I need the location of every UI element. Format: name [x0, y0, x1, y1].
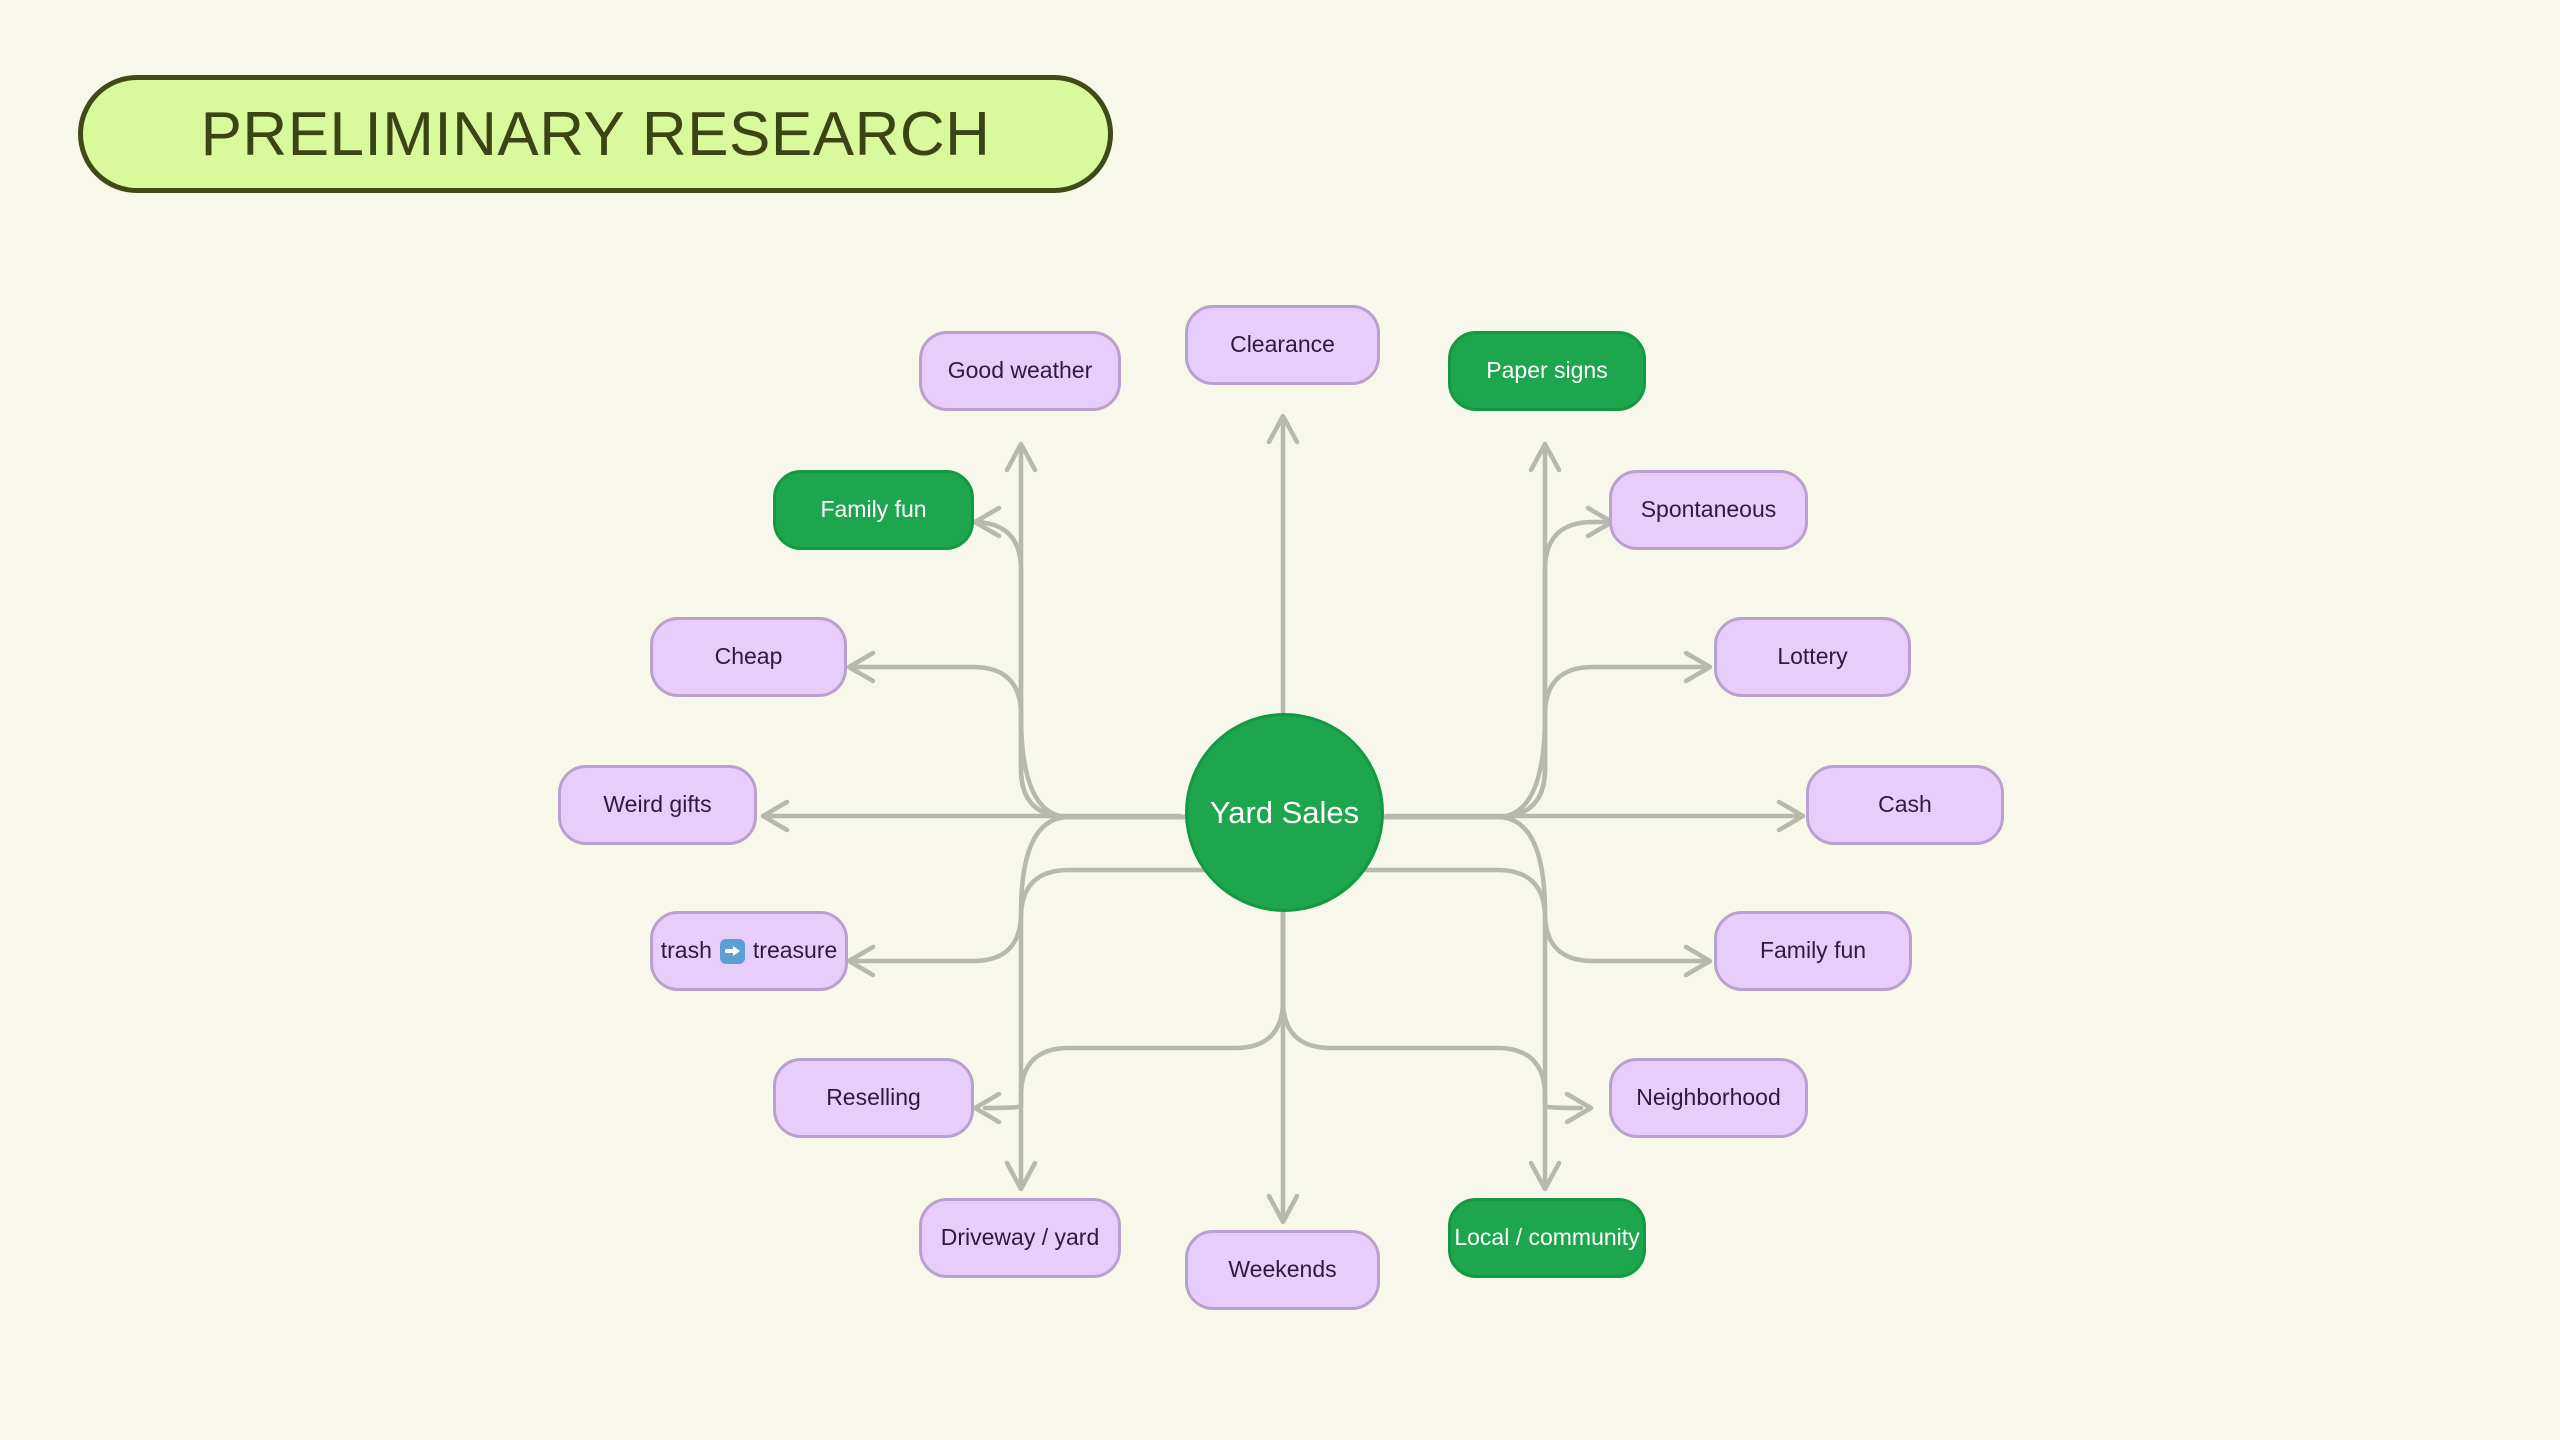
link-local-community — [1328, 867, 1548, 1188]
node-label-local-community: Local / community — [1454, 1224, 1640, 1251]
node-label-good-weather: Good weather — [947, 357, 1093, 384]
link-local-community-arrowhead — [1528, 1160, 1562, 1192]
node-label-trash-treasure-after: treasure — [752, 937, 838, 964]
mindmap-node-cash[interactable]: Cash — [1806, 765, 2004, 845]
node-label-weird-gifts: Weird gifts — [603, 791, 712, 818]
mindmap-root-label: Yard Sales — [1209, 794, 1360, 830]
page-title-banner: PRELIMINARY RESEARCH — [78, 75, 1113, 193]
node-label-family-fun-left: Family fun — [820, 496, 927, 523]
mindmap-node-weekends[interactable]: Weekends — [1185, 1230, 1380, 1310]
node-label-cash: Cash — [1878, 791, 1932, 818]
mindmap-node-spontaneous[interactable]: Spontaneous — [1609, 470, 1808, 550]
mindmap-node-family-fun-right[interactable]: Family fun — [1714, 911, 1912, 991]
node-label-driveway-yard: Driveway / yard — [940, 1224, 1100, 1251]
mindmap-node-reselling[interactable]: Reselling — [773, 1058, 974, 1138]
mindmap-node-weird-gifts[interactable]: Weird gifts — [558, 765, 757, 845]
link-good-weather-arrowhead — [1004, 441, 1038, 473]
mindmap-node-clearance[interactable]: Clearance — [1185, 305, 1380, 385]
right-arrow-emoji-icon — [719, 938, 745, 964]
mindmap-node-driveway-yard[interactable]: Driveway / yard — [919, 1198, 1121, 1278]
link-lottery-arrowhead — [1683, 650, 1713, 684]
link-driveway-yard — [1018, 867, 1238, 1188]
link-reselling-arrowhead — [972, 1091, 1002, 1125]
node-label-family-fun-right: Family fun — [1759, 937, 1867, 964]
link-cheap — [853, 664, 1183, 820]
mindmap-node-neighborhood[interactable]: Neighborhood — [1609, 1058, 1808, 1138]
link-weird-gifts-arrowhead — [760, 799, 790, 833]
node-label-weekends: Weekends — [1228, 1256, 1337, 1283]
mindmap-node-family-fun-left[interactable]: Family fun — [773, 470, 974, 550]
link-paper-signs-arrowhead — [1528, 441, 1562, 473]
link-weekends-arrowhead — [1266, 1193, 1300, 1225]
mindmap-root-node[interactable]: Yard Sales — [1185, 713, 1384, 912]
link-family-fun-left-arrowhead — [972, 505, 1002, 539]
link-family-fun-right-arrowhead — [1683, 944, 1713, 978]
link-driveway-yard-arrowhead — [1004, 1160, 1038, 1192]
mindmap-node-cheap[interactable]: Cheap — [650, 617, 847, 697]
node-label-reselling: Reselling — [826, 1084, 921, 1111]
node-label-cheap: Cheap — [714, 643, 783, 670]
link-cash-arrowhead — [1776, 799, 1806, 833]
link-trash-treasure-arrowhead — [846, 944, 876, 978]
mindmap-node-local-community[interactable]: Local / community — [1448, 1198, 1646, 1278]
link-neighborhood-arrowhead — [1564, 1091, 1594, 1125]
node-label-clearance: Clearance — [1230, 331, 1335, 358]
page-title: PRELIMINARY RESEARCH — [200, 99, 991, 169]
link-cheap-arrowhead — [846, 650, 876, 684]
mindmap-node-lottery[interactable]: Lottery — [1714, 617, 1911, 697]
link-family-fun-right — [1383, 814, 1706, 964]
link-clearance-arrowhead — [1266, 413, 1300, 445]
node-label-paper-signs: Paper signs — [1486, 357, 1608, 384]
node-label-neighborhood: Neighborhood — [1636, 1084, 1781, 1111]
mindmap-node-trash-treasure[interactable]: trash treasure — [650, 911, 848, 991]
link-trash-treasure — [853, 814, 1183, 964]
node-label-spontaneous: Spontaneous — [1640, 496, 1777, 523]
mindmap-node-paper-signs[interactable]: Paper signs — [1448, 331, 1646, 411]
link-neighborhood — [1280, 867, 1584, 1111]
node-label-trash-treasure-before: trash — [660, 937, 712, 964]
mindmap-node-good-weather[interactable]: Good weather — [919, 331, 1121, 411]
link-reselling — [982, 867, 1286, 1111]
node-label-trash-treasure: trash treasure — [660, 937, 838, 965]
link-lottery — [1383, 664, 1706, 820]
node-label-lottery: Lottery — [1777, 643, 1848, 670]
